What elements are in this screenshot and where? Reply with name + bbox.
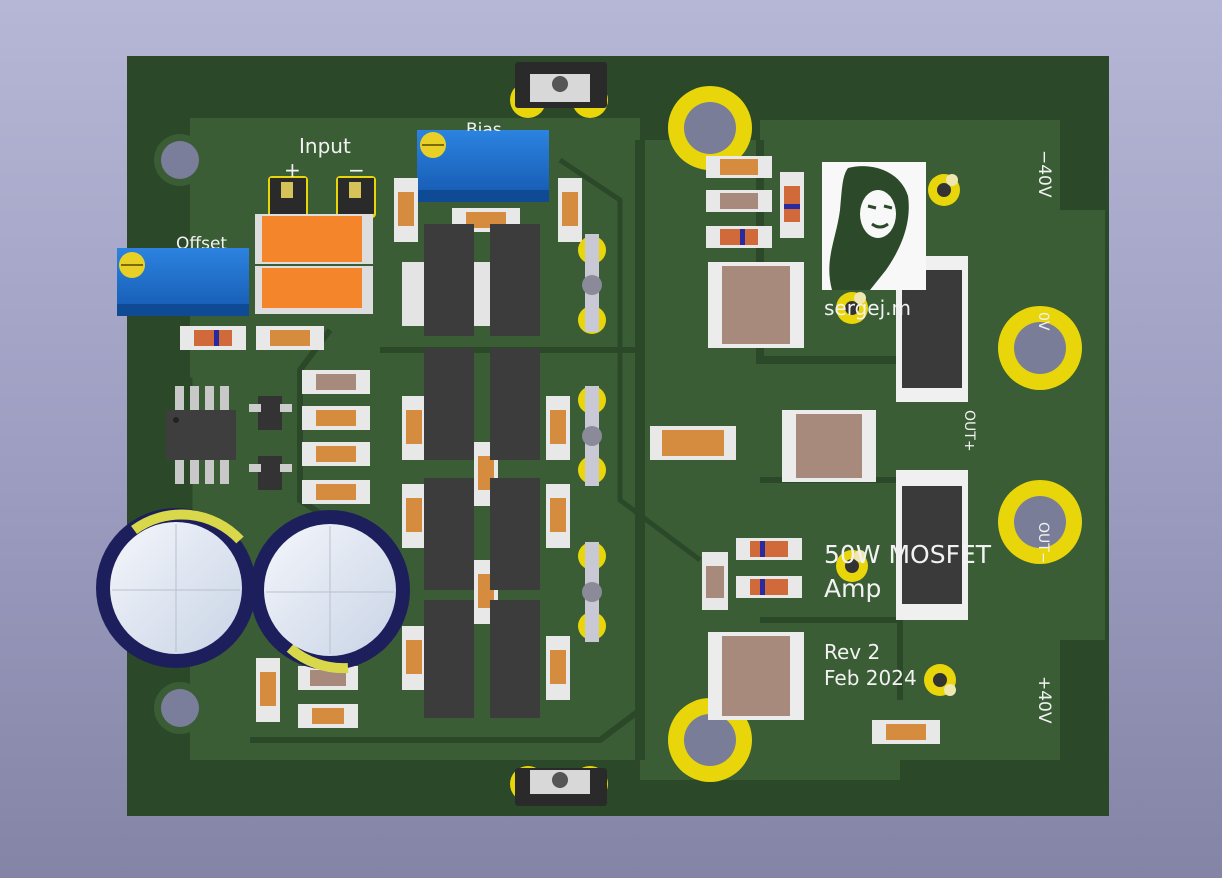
opamp-ic	[166, 386, 236, 484]
to92-transistors	[578, 234, 606, 642]
pos-rail-label: +40V	[1034, 676, 1054, 724]
out-plus-label: OUT+	[961, 410, 977, 452]
bias-trimmer[interactable]	[417, 130, 549, 202]
date-label: Feb 2024	[824, 666, 917, 690]
out-minus-label: OUT−	[1035, 522, 1051, 564]
board-title-line1: 50W MOSFET	[824, 540, 992, 569]
sot23-transistor	[249, 396, 292, 490]
electrolytic-capacitor-left	[96, 508, 256, 668]
transistor-top	[510, 62, 608, 118]
large-capacitors	[708, 262, 876, 720]
website-label: sergej.m	[824, 296, 911, 320]
logo-image	[822, 162, 926, 290]
offset-trimmer[interactable]	[117, 248, 249, 316]
ceramic-capacitors	[298, 190, 772, 690]
bias-label: Bias	[466, 122, 502, 131]
input-minus-label: −	[348, 158, 365, 182]
mounting-hole	[154, 134, 206, 186]
input-relay	[255, 214, 373, 314]
input-header	[268, 176, 376, 218]
mounting-hole	[154, 682, 206, 734]
power-transistors	[402, 224, 540, 718]
electrolytic-capacitor-right	[250, 510, 410, 674]
diodes	[194, 172, 804, 595]
zero-volt-label: 0V	[1035, 312, 1051, 331]
offset-label: Offset	[176, 236, 228, 248]
wire-pads	[836, 174, 960, 696]
transistor-bottom	[510, 766, 608, 806]
output-resistors	[896, 256, 968, 620]
neg-rail-label: −40V	[1034, 150, 1054, 198]
input-label: Input	[299, 134, 351, 158]
board-title-line2: Amp	[824, 574, 882, 603]
revision-label: Rev 2	[824, 640, 881, 664]
input-plus-label: +	[284, 158, 301, 182]
vertical-resistors	[256, 178, 582, 722]
